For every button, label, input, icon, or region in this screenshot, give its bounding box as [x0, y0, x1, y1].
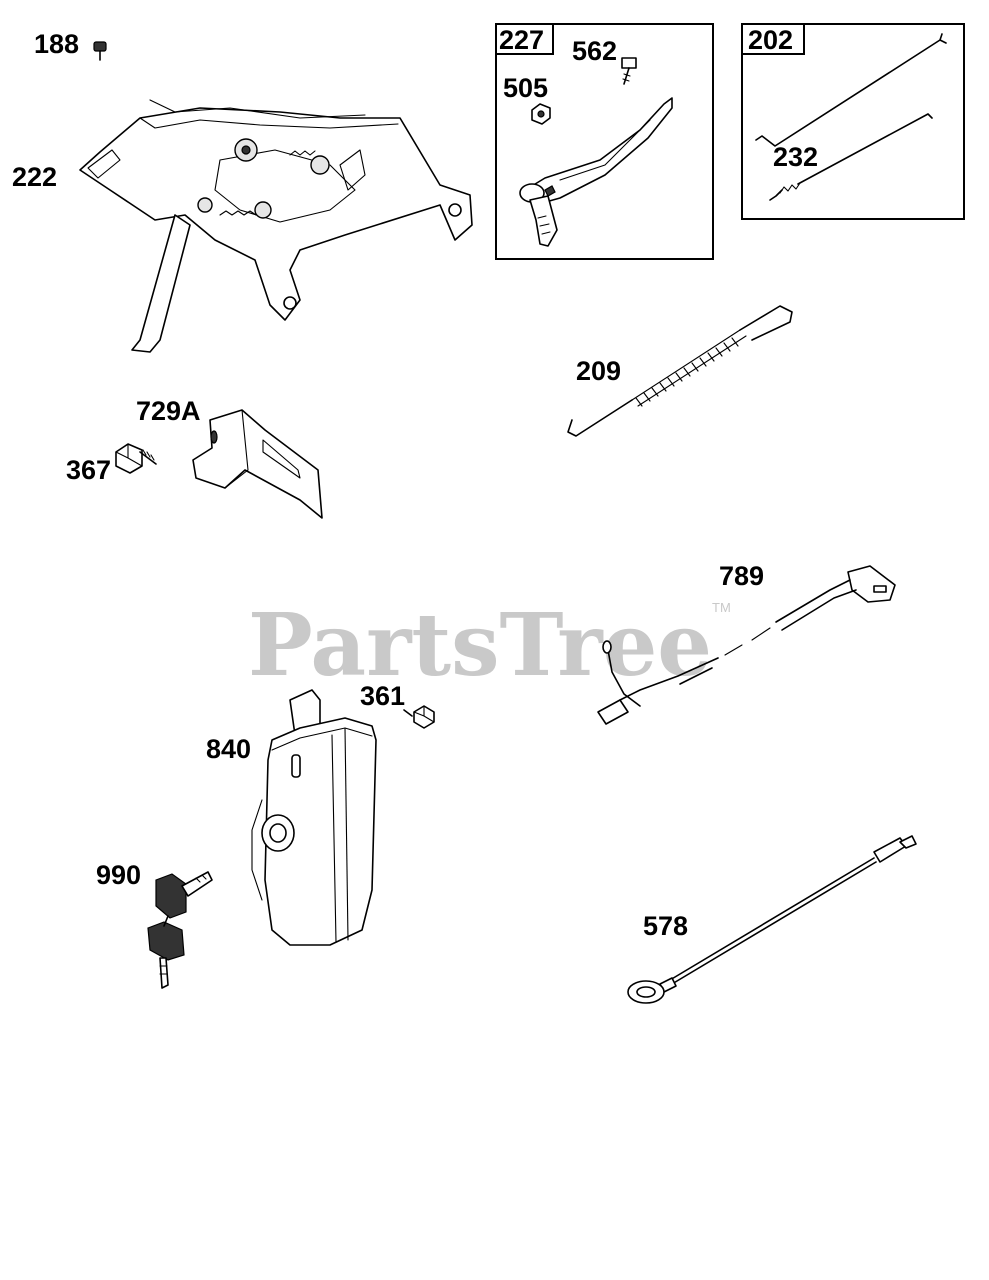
part-789-ground-wire[interactable]: [597, 565, 896, 725]
callout-578[interactable]: 578: [643, 911, 688, 941]
part-202-governor-link[interactable]: [755, 33, 947, 147]
part-222-control-bracket[interactable]: [79, 99, 473, 353]
part-232-link-spring[interactable]: [769, 113, 933, 201]
callout-361[interactable]: 361: [360, 681, 405, 711]
part-990-key-set[interactable]: [147, 871, 213, 989]
callout-562[interactable]: 562: [572, 36, 617, 66]
callout-227[interactable]: 227: [499, 25, 544, 55]
watermark-trademark: TM: [712, 600, 731, 615]
callout-188[interactable]: 188: [34, 29, 79, 59]
callout-222[interactable]: 222: [12, 162, 57, 192]
part-227-throttle-lever[interactable]: [519, 97, 673, 247]
kit-box-227: [495, 23, 714, 260]
part-840-muffler[interactable]: [251, 689, 377, 946]
callout-505[interactable]: 505: [503, 73, 548, 103]
part-562-pin[interactable]: [621, 57, 637, 85]
callout-840[interactable]: 840: [206, 734, 251, 764]
part-729a-bracket[interactable]: [192, 409, 323, 519]
watermark-text: PartsTree: [248, 595, 712, 696]
part-505-nut[interactable]: [531, 103, 551, 125]
part-578-ground-lead[interactable]: [627, 835, 917, 1004]
callout-232[interactable]: 232: [773, 142, 818, 172]
callout-367[interactable]: 367: [66, 455, 111, 485]
callout-729a[interactable]: 729A: [136, 396, 201, 426]
callout-209[interactable]: 209: [576, 356, 621, 386]
part-361-screw[interactable]: [403, 705, 435, 729]
callout-990[interactable]: 990: [96, 860, 141, 890]
part-367-bolt[interactable]: [115, 443, 157, 474]
callout-789[interactable]: 789: [719, 561, 764, 591]
part-188-screw[interactable]: [93, 41, 107, 61]
callout-202[interactable]: 202: [748, 25, 793, 55]
kit-box-202: [741, 23, 965, 220]
part-209-extension-spring[interactable]: [567, 305, 793, 437]
